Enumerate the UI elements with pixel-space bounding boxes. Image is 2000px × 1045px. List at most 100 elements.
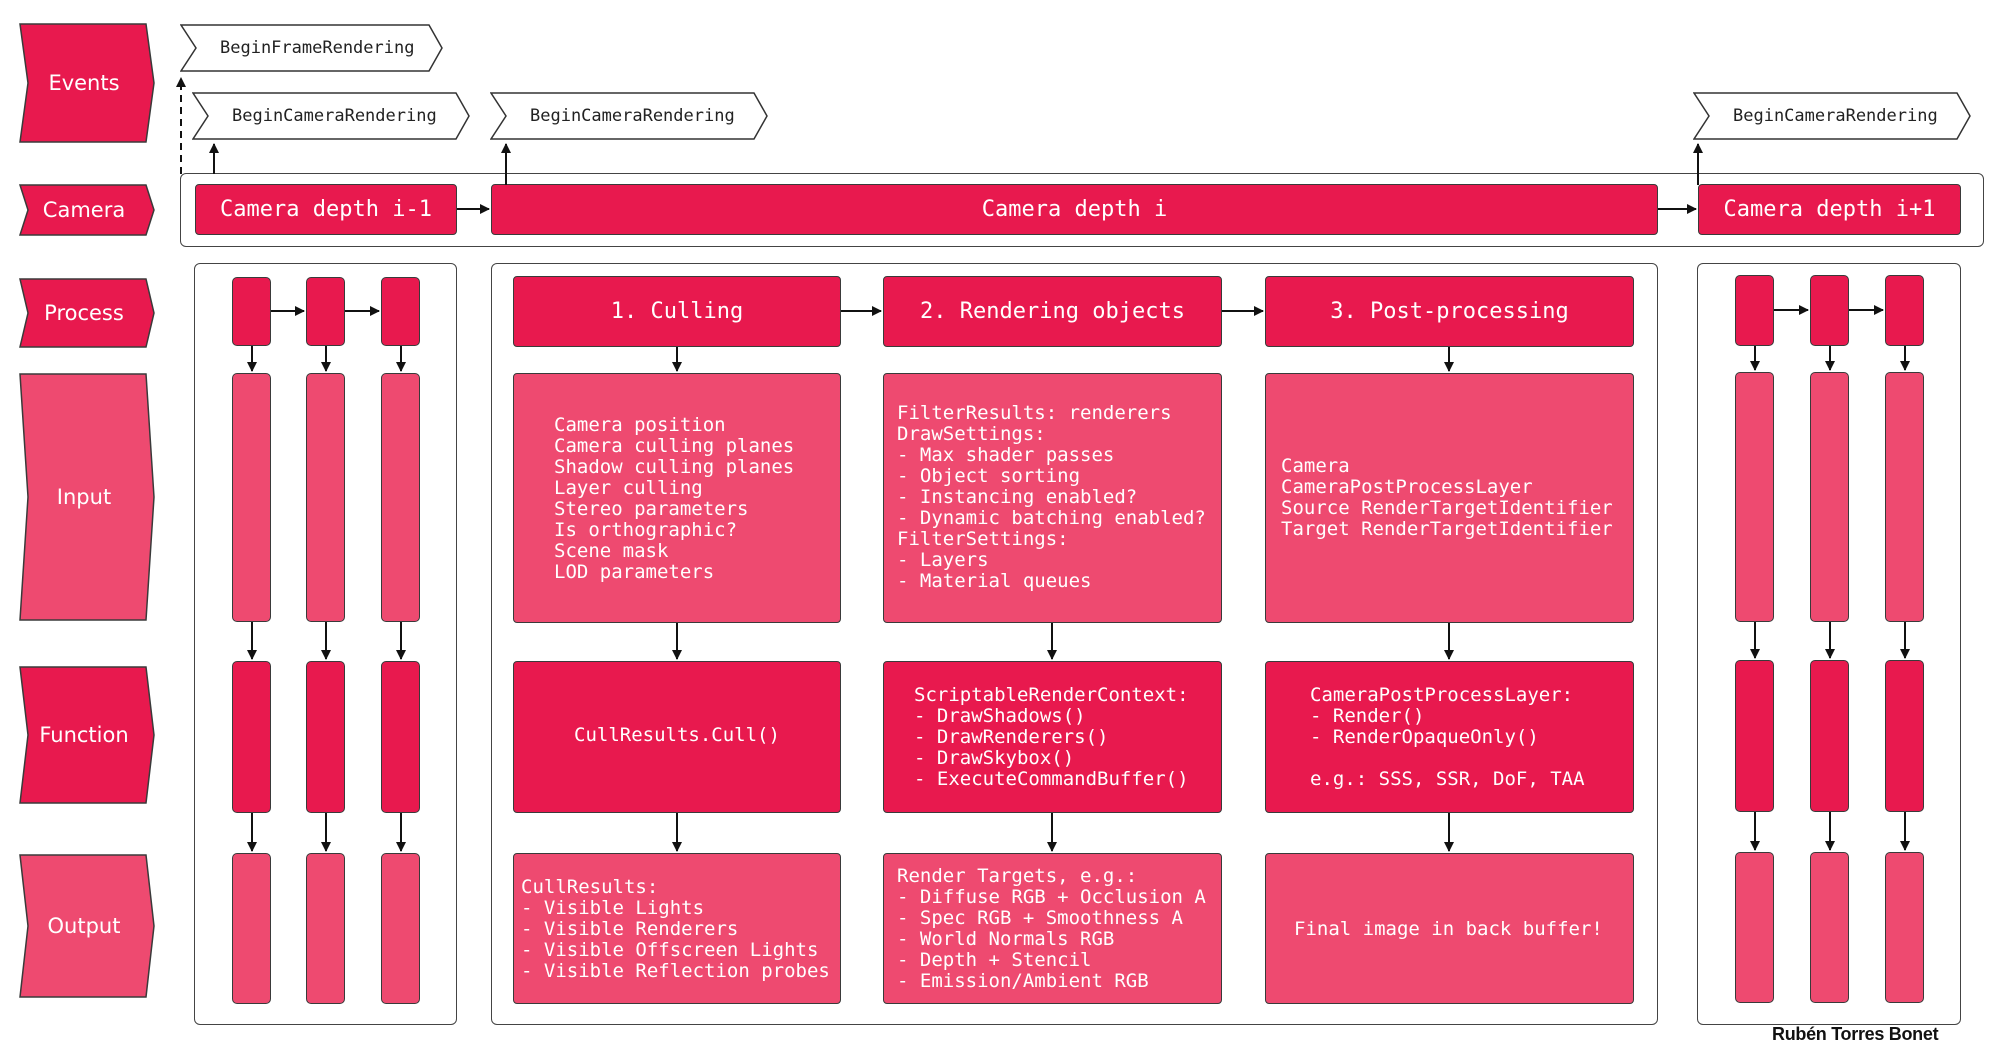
event-begin-camera-next: BeginCameraRendering	[1693, 92, 1971, 140]
text-line: - Visible Reflection probes	[521, 960, 830, 982]
row-label-function: Function	[18, 665, 156, 805]
camera-prev-box: Camera depth i-1	[195, 184, 457, 235]
frame-camera-prev	[194, 263, 457, 1025]
mini-next-function-3	[1885, 660, 1924, 812]
text-line: - DrawShadows()	[914, 705, 1086, 727]
mini-prev-input-3	[381, 373, 420, 622]
function-post-text: CameraPostProcessLayer:- Render()- Rende…	[1310, 685, 1585, 790]
text-line: e.g.: SSS, SSR, DoF, TAA	[1310, 768, 1585, 790]
mini-prev-input-2	[306, 373, 345, 622]
text-line: - Diffuse RGB + Occlusion A	[897, 886, 1206, 908]
row-label-camera: Camera	[18, 183, 156, 237]
text-line: FilterSettings:	[897, 528, 1069, 550]
output-culling-text: CullResults:- Visible Lights- Visible Re…	[521, 877, 830, 982]
mini-next-input-1	[1735, 372, 1774, 622]
mini-prev-output-2	[306, 853, 345, 1004]
mini-next-process-2	[1810, 275, 1849, 346]
mini-prev-function-1	[232, 661, 271, 813]
text-line: CullResults:	[521, 876, 659, 898]
mini-prev-function-3	[381, 661, 420, 813]
text-line: - Object sorting	[897, 465, 1081, 487]
mini-next-process-3	[1885, 275, 1924, 346]
output-culling: CullResults:- Visible Lights- Visible Re…	[513, 853, 841, 1004]
event-begin-camera-current: BeginCameraRendering	[490, 92, 768, 140]
mini-next-function-2	[1810, 660, 1849, 812]
camera-current-box: Camera depth i	[491, 184, 1658, 235]
text-line: - Visible Offscreen Lights	[521, 939, 819, 961]
text-line: Final image in back buffer!	[1294, 918, 1603, 940]
text-line: - Spec RGB + Smoothness A	[897, 907, 1183, 929]
mini-prev-process-2	[306, 277, 345, 346]
text-line: CameraPostProcessLayer:	[1310, 684, 1574, 706]
process-post: 3. Post-processing	[1265, 276, 1634, 347]
mini-prev-input-1	[232, 373, 271, 622]
text-line: - DrawRenderers()	[914, 726, 1109, 748]
text-line: - RenderOpaqueOnly()	[1310, 726, 1539, 748]
row-label-process: Process	[18, 277, 156, 349]
mini-next-input-2	[1810, 372, 1849, 622]
mini-next-output-1	[1735, 852, 1774, 1003]
text-line	[1310, 748, 1585, 769]
mini-next-input-3	[1885, 372, 1924, 622]
function-rendering: ScriptableRenderContext:- DrawShadows()-…	[883, 661, 1222, 813]
text-line: Shadow culling planes	[554, 456, 795, 478]
mini-next-output-2	[1810, 852, 1849, 1003]
text-line: Layer culling	[554, 477, 703, 499]
text-line: Scene mask	[554, 540, 669, 562]
text-line: - Depth + Stencil	[897, 949, 1092, 971]
output-rendering-text: Render Targets, e.g.:- Diffuse RGB + Occ…	[897, 866, 1206, 992]
text-line: - Visible Lights	[521, 897, 705, 919]
event-begin-frame: BeginFrameRendering	[180, 24, 443, 72]
text-line: FilterResults: renderers	[897, 402, 1172, 424]
text-line: DrawSettings:	[897, 423, 1046, 445]
output-post: Final image in back buffer!	[1265, 853, 1634, 1004]
text-line: - Render()	[1310, 705, 1425, 727]
text-line: Camera position	[554, 414, 726, 436]
mini-next-output-3	[1885, 852, 1924, 1003]
row-label-events: Events	[18, 22, 156, 144]
text-line: Source RenderTargetIdentifier	[1281, 497, 1613, 519]
text-line: - Dynamic batching enabled?	[897, 507, 1206, 529]
mini-prev-function-2	[306, 661, 345, 813]
function-post: CameraPostProcessLayer:- Render()- Rende…	[1265, 661, 1634, 813]
frame-camera-current	[491, 263, 1658, 1025]
row-label-output: Output	[18, 853, 156, 999]
mini-next-function-1	[1735, 660, 1774, 812]
text-line: - Visible Renderers	[521, 918, 739, 940]
text-line: - Max shader passes	[897, 444, 1115, 466]
author-credit: Rubén Torres Bonet	[1772, 1024, 1939, 1044]
output-rendering: Render Targets, e.g.:- Diffuse RGB + Occ…	[883, 853, 1222, 1004]
mini-prev-output-3	[381, 853, 420, 1004]
text-line: LOD parameters	[554, 561, 715, 583]
text-line: - Material queues	[897, 570, 1092, 592]
mini-prev-output-1	[232, 853, 271, 1004]
camera-row-frame	[180, 173, 1984, 247]
mini-next-process-1	[1735, 275, 1774, 346]
text-line: ScriptableRenderContext:	[914, 684, 1189, 706]
row-label-input: Input	[18, 372, 156, 622]
text-line: Target RenderTargetIdentifier	[1281, 518, 1613, 540]
text-line: Is orthographic?	[554, 519, 738, 541]
text-line: Camera culling planes	[554, 435, 795, 457]
text-line: Camera	[1281, 455, 1350, 477]
frame-camera-next	[1697, 263, 1961, 1025]
text-line: Stereo parameters	[554, 498, 749, 520]
text-line: Render Targets, e.g.:	[897, 865, 1138, 887]
mini-prev-process-1	[232, 277, 271, 346]
text-line: CameraPostProcessLayer	[1281, 476, 1533, 498]
function-rendering-text: ScriptableRenderContext:- DrawShadows()-…	[914, 685, 1189, 790]
process-culling: 1. Culling	[513, 276, 841, 347]
text-line: - Emission/Ambient RGB	[897, 970, 1149, 992]
process-rendering: 2. Rendering objects	[883, 276, 1222, 347]
function-culling: CullResults.Cull()	[513, 661, 841, 813]
camera-next-box: Camera depth i+1	[1698, 184, 1961, 235]
event-begin-camera-prev: BeginCameraRendering	[192, 92, 470, 140]
text-line: - World Normals RGB	[897, 928, 1115, 950]
text-line: - DrawSkybox()	[914, 747, 1075, 769]
